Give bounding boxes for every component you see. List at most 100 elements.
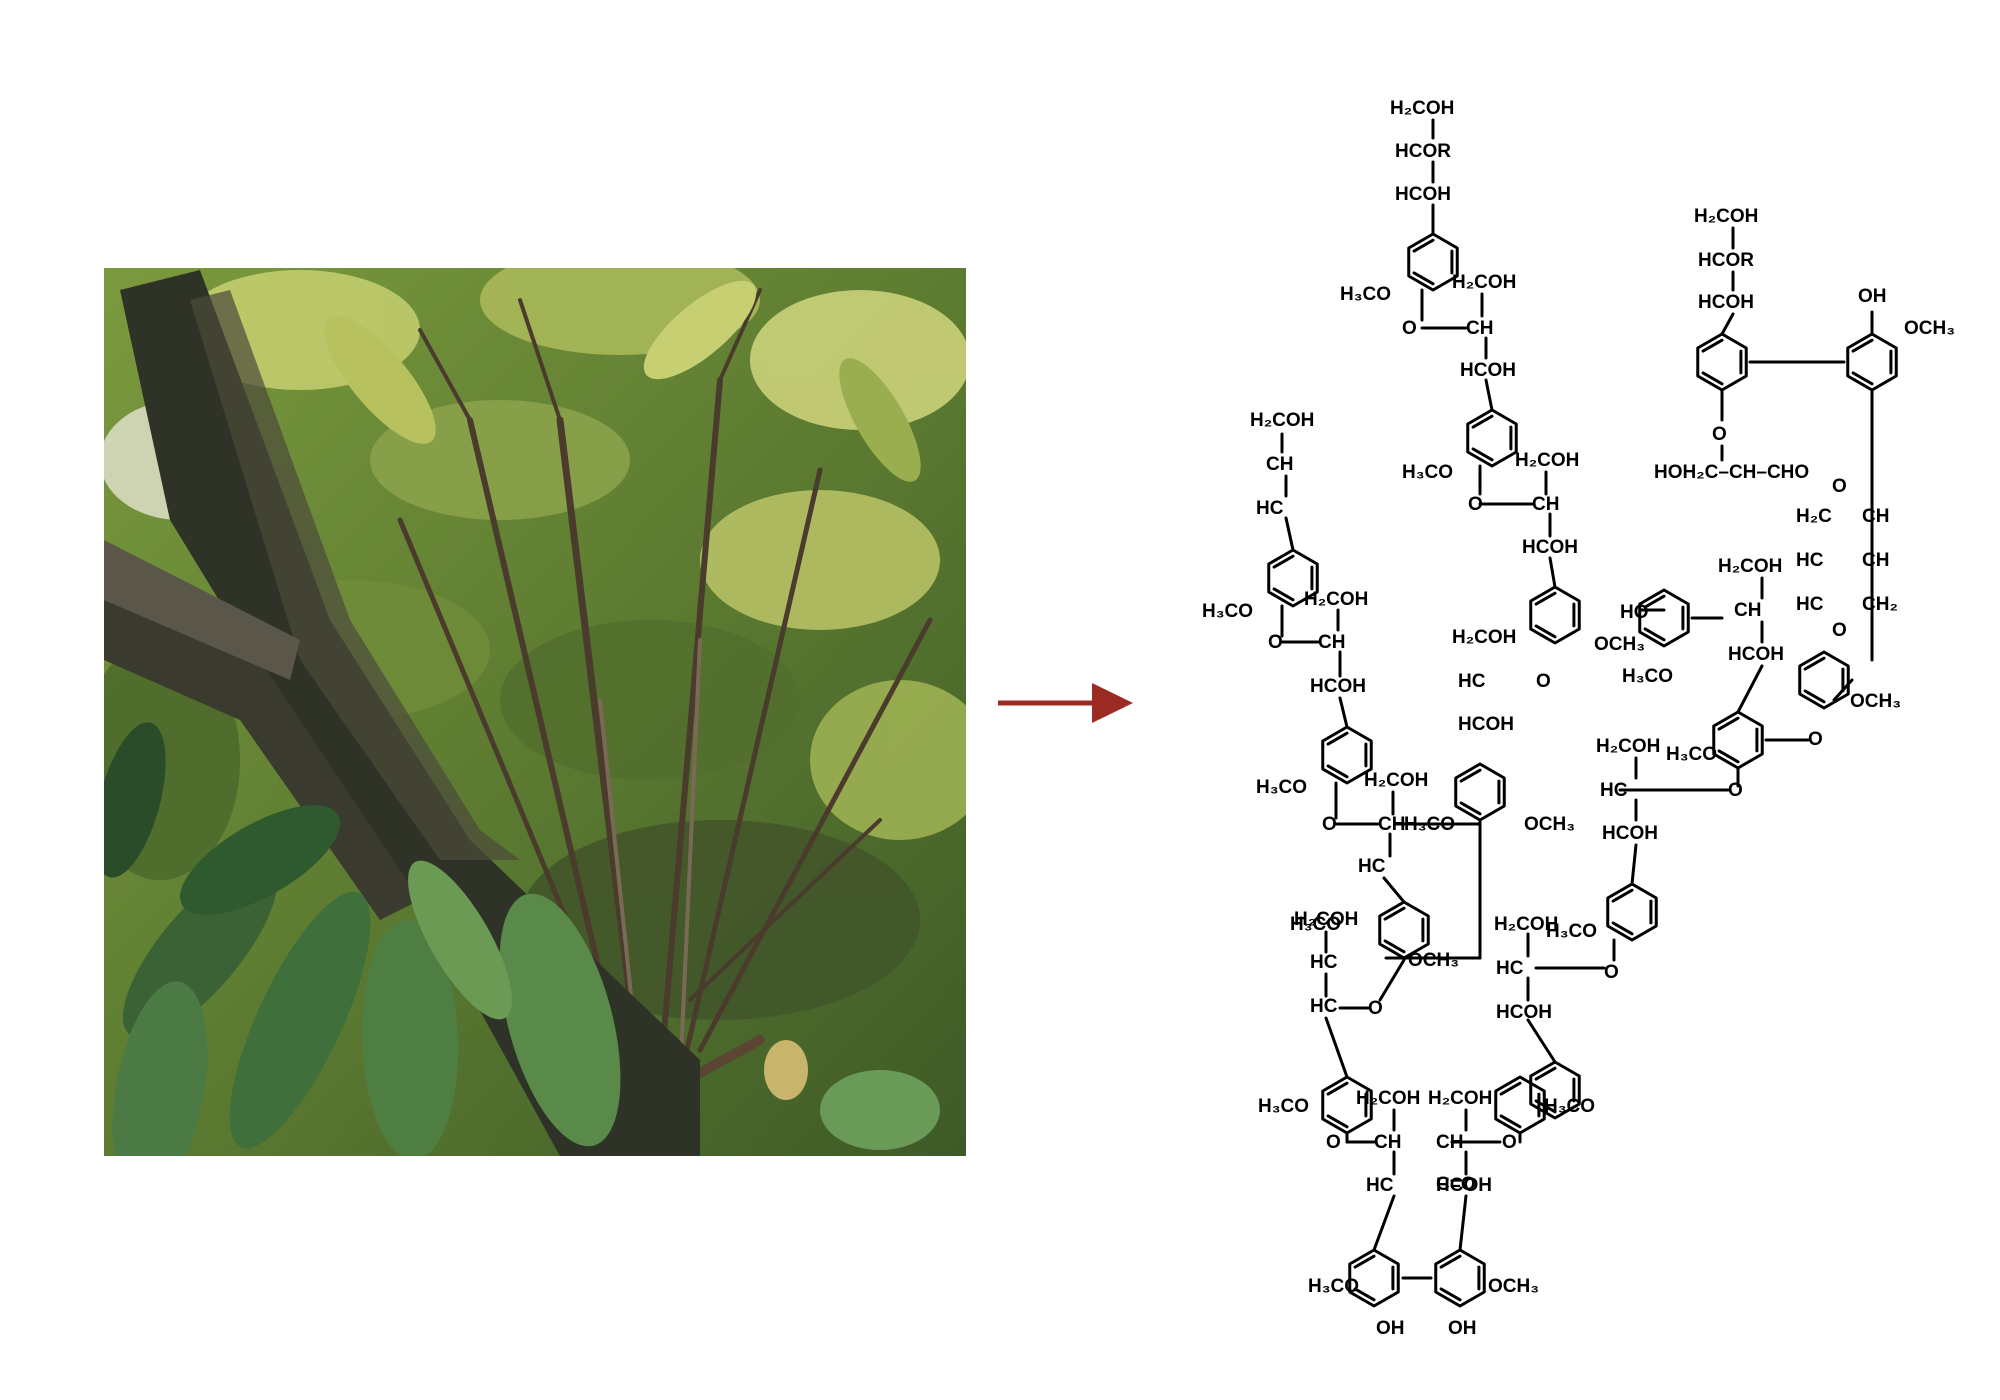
benzene-ring (1846, 332, 1898, 392)
u16-ch-mid: CH (1862, 550, 1889, 571)
u16-ch2: CH₂ (1862, 594, 1898, 615)
bond-8 (1484, 378, 1494, 412)
benzene-ring (1407, 232, 1459, 292)
u10-label-1: H₂COH (1428, 1088, 1492, 1109)
benzene-ring (1434, 1248, 1486, 1308)
u15-methoxy: OCH₃ (1904, 318, 1955, 339)
benzene-ring (1529, 585, 1581, 645)
unit-3: H₂COH CH HCOH OCH₃ O (1468, 450, 1645, 655)
u14-label-1: H₂COH (1694, 206, 1758, 227)
bond-16 (1284, 516, 1295, 552)
bond-13 (1548, 556, 1557, 589)
u18-ether-o: O (1728, 780, 1743, 801)
u11-carbonyl: C=O (1436, 1174, 1476, 1195)
u9-label-2: CH (1374, 1132, 1401, 1153)
u16-ch-top: CH (1862, 506, 1889, 527)
u16-o-low: O (1832, 620, 1847, 641)
benzene-ring (1321, 725, 1373, 785)
benzene-ring (1454, 762, 1506, 822)
unit-11: C=O (1436, 1174, 1476, 1195)
u2-methoxy: H₃CO (1402, 462, 1453, 483)
u1-methoxy: H₃CO (1340, 284, 1391, 305)
benzene-ring (1529, 1060, 1581, 1120)
u1-label-1: H₂COH (1390, 98, 1454, 119)
u19-label-1: H₂COH (1494, 914, 1558, 935)
u4-label-2: HC (1458, 671, 1486, 692)
benzene-ring (1798, 650, 1850, 710)
u19-label-2: HC (1496, 958, 1524, 979)
u17-label-3: HCOH (1728, 644, 1784, 665)
u2-label-2: CH (1466, 318, 1493, 339)
bond-63 (1630, 843, 1638, 886)
u14-ether-o: O (1712, 424, 1727, 445)
u6-methoxy: H₃CO (1256, 777, 1307, 798)
lignin-structure: H₂COH HCOR HCOH H₃CO H₂COH CH HCOH H₃CO … (1202, 98, 1955, 1339)
u8-methoxy: OCH₃ (1408, 950, 1459, 971)
u8-label-1: H₂COH (1294, 909, 1358, 930)
u6-label-2: CH (1318, 632, 1345, 653)
bond-21 (1338, 696, 1349, 729)
u7-label-2: CH (1378, 814, 1405, 835)
unit-19: H₂COH H₃CO HC HCOH O (1494, 914, 1619, 1023)
u1-label-2: HCOR (1395, 141, 1451, 162)
u4-ether-o: O (1536, 671, 1551, 692)
unit-9: H₃CO H₂COH CH HC O (1258, 1088, 1420, 1196)
u16-hc-mid: HC (1796, 550, 1824, 571)
foreground-leaves (104, 280, 940, 1156)
u13-hydroxyl: OH (1448, 1318, 1477, 1339)
bond-lines (1267, 118, 1898, 1308)
u10-methoxy: H₃CO (1544, 1096, 1595, 1117)
u8-label-2: HC (1310, 952, 1338, 973)
unit-12: H₃CO OH (1308, 1276, 1405, 1339)
u18-label-1: H₂COH (1596, 736, 1660, 757)
unit-7: H₂COH CH HC H₃CO O (1290, 770, 1428, 935)
bond-26 (1382, 876, 1406, 904)
u14-side-chain: HOH₂C–CH–CHO (1654, 462, 1809, 483)
u4-label-3: HCOH (1458, 714, 1514, 735)
unit-14: H₂COH HCOR HCOH O HOH₂C–CH–CHO (1654, 206, 1809, 483)
benzene-ring (1638, 588, 1690, 648)
benzene-ring (1466, 408, 1518, 468)
benzene-ring (1696, 332, 1748, 392)
u17-methoxy-2: H₃CO (1666, 744, 1717, 765)
u4-label-1: H₂COH (1452, 627, 1516, 648)
u10-label-2: CH (1436, 1132, 1463, 1153)
benzene-ring (1348, 1248, 1400, 1308)
benzene-ring (1494, 1075, 1546, 1135)
u3-methoxy: OCH₃ (1594, 634, 1645, 655)
u5-label-1: H₂COH (1250, 410, 1314, 431)
tree-branches-photo (104, 268, 966, 1156)
unit-10: H₂COH CH HCOH H₃CO O (1428, 1088, 1595, 1196)
u8-ring-o: O (1368, 998, 1383, 1019)
u5-methoxy: H₃CO (1202, 601, 1253, 622)
bond-48 (1720, 312, 1735, 336)
unit-17: HO H₃CO H₂COH CH HCOH H₃CO O (1620, 556, 1823, 765)
unit-6: H₂COH CH HCOH H₃CO O (1256, 589, 1368, 798)
bond-68 (1526, 1018, 1557, 1064)
u12-hydroxyl: OH (1376, 1318, 1405, 1339)
u15-hydroxyl: OH (1858, 286, 1887, 307)
u17-hydroxyl: HO (1620, 602, 1649, 623)
u14-label-3: HCOH (1698, 292, 1754, 313)
u16-methoxy: OCH₃ (1850, 691, 1901, 712)
u13-methoxy: OCH₃ (1488, 1276, 1539, 1297)
u5-label-2: CH (1266, 454, 1293, 475)
u10-ether-o: O (1502, 1132, 1517, 1153)
unit-4: H₂COH HC HCOH H₃CO OCH₃ O (1404, 627, 1575, 835)
twigs (397, 288, 933, 1105)
benzene-ring (1606, 882, 1658, 942)
u7-methoxy: H₃CO (1290, 914, 1341, 935)
u3-label-2: CH (1532, 494, 1559, 515)
u4-methoxy-left: H₃CO (1404, 814, 1455, 835)
unit-18: H₂COH HC HCOH O (1596, 736, 1743, 844)
u17-methoxy: H₃CO (1622, 666, 1673, 687)
benzene-ring (1267, 548, 1319, 608)
unit-8: H₂COH HC HC OCH₃ O (1294, 909, 1459, 1019)
u4-methoxy-right: OCH₃ (1524, 814, 1575, 835)
u9-label-3: HC (1366, 1175, 1394, 1196)
u9-ether-o: O (1326, 1132, 1341, 1153)
u2-label-1: H₂COH (1452, 272, 1516, 293)
u19-label-3: HCOH (1496, 1002, 1552, 1023)
u16-hc-low: HC (1796, 594, 1824, 615)
u16-o-top: O (1832, 476, 1847, 497)
